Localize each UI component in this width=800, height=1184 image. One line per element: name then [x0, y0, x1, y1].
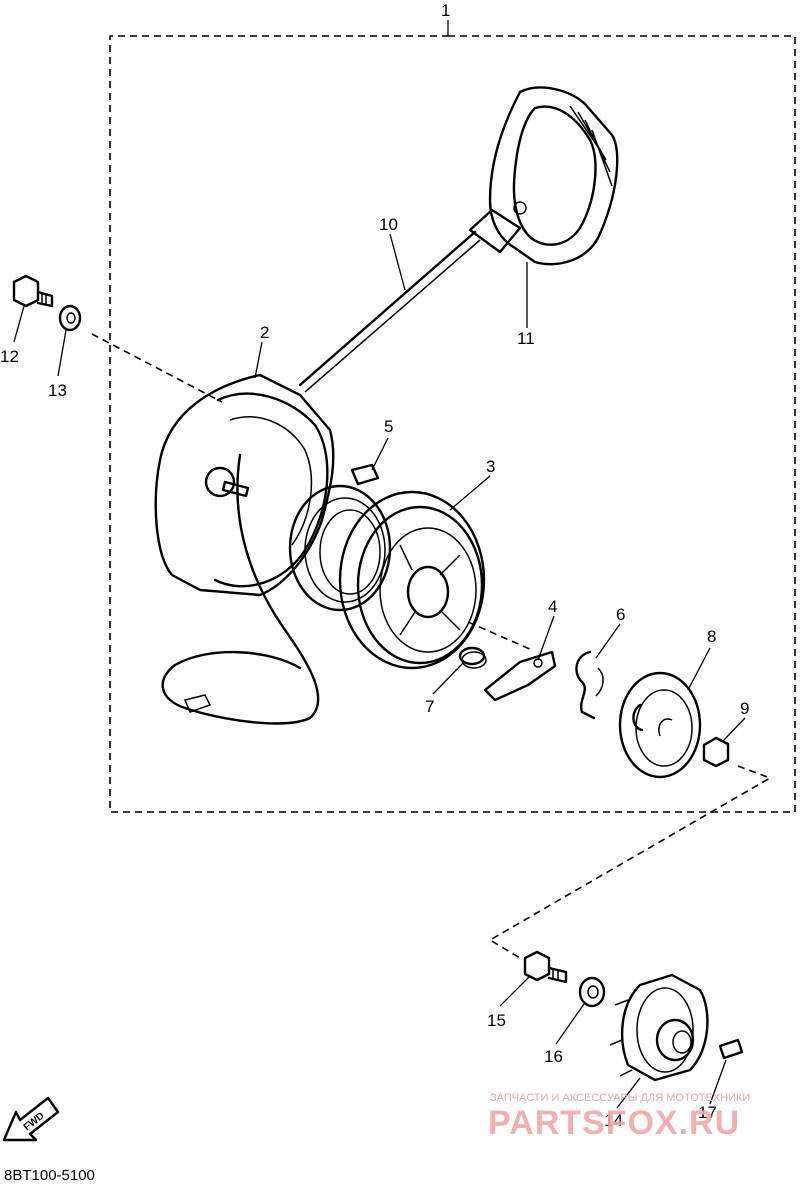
- leader-lines: [13, 233, 746, 1109]
- callout-9: 9: [740, 699, 749, 718]
- rope-pulley: [338, 490, 486, 670]
- callout-14: 14: [604, 1111, 623, 1130]
- callout-8: 8: [707, 627, 716, 646]
- callout-7: 7: [425, 697, 434, 716]
- diagram-code: 8BT100-5100: [4, 1167, 95, 1184]
- callout-labels: 1 2 3 4 5 6 7 8 9 10 11 12 13 14 15 16 1…: [0, 1, 749, 1130]
- callout-10: 10: [379, 215, 398, 234]
- pulley-bolt: [523, 950, 568, 984]
- nut: [702, 736, 730, 768]
- bolt: [12, 274, 54, 308]
- callout-5: 5: [384, 417, 393, 436]
- washer: [58, 304, 82, 332]
- guide-spring: [575, 650, 604, 720]
- spiral-spring: [288, 463, 392, 612]
- assembly-boundary: [109, 20, 796, 813]
- callout-1: 1: [441, 1, 450, 20]
- callout-3: 3: [486, 457, 495, 476]
- callout-2: 2: [260, 323, 269, 342]
- callout-6: 6: [616, 605, 625, 624]
- starter-case: [154, 373, 335, 597]
- pulley-washer: [578, 976, 606, 1008]
- watermark: ЗАПЧАСТИ И АКСЕССУАРЫ ДЛЯ МОТОТЕХНИКИ PA…: [488, 1092, 750, 1142]
- drive-spring: [458, 646, 487, 669]
- callout-16: 16: [544, 1047, 563, 1066]
- callout-12: 12: [0, 347, 19, 366]
- connector-lines: [91, 333, 772, 959]
- callout-15: 15: [487, 1011, 506, 1030]
- callout-17: 17: [698, 1103, 717, 1122]
- woodruff-key: [718, 1038, 744, 1060]
- ratchet: [483, 650, 557, 702]
- watermark-brand: PARTSFOX.RU: [488, 1104, 740, 1142]
- watermark-tagline: ЗАПЧАСТИ И АКСЕССУАРЫ ДЛЯ МОТОТЕХНИКИ: [490, 1092, 750, 1104]
- callout-13: 13: [48, 381, 67, 400]
- starter-handle: [468, 86, 619, 266]
- drive-plate: [618, 671, 702, 779]
- callout-11: 11: [517, 329, 535, 348]
- starter-rope: [161, 230, 481, 725]
- callout-4: 4: [548, 597, 557, 616]
- forward-arrow-icon: FWD: [2, 1096, 60, 1142]
- starter-pulley: [609, 973, 709, 1082]
